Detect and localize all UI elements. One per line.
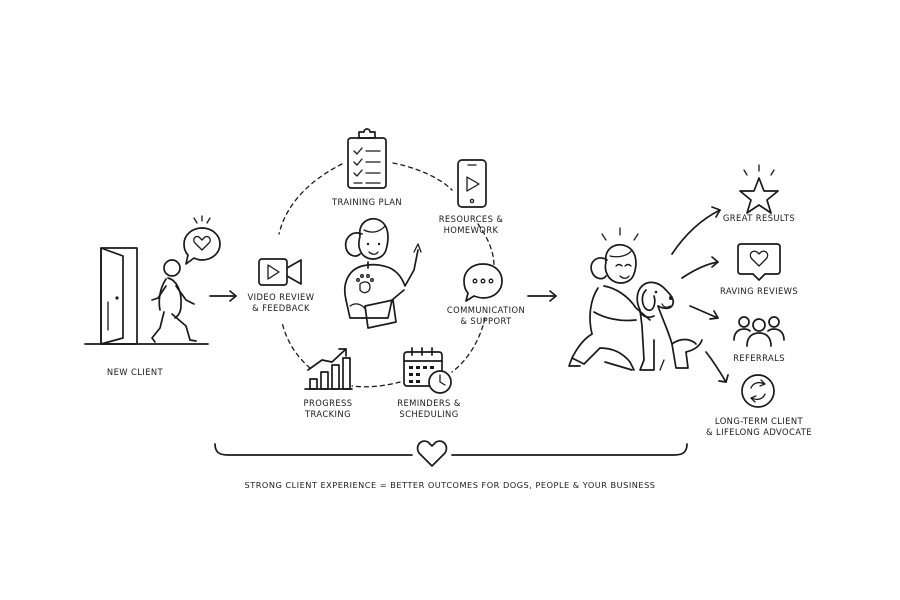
flow-arrow-2 bbox=[527, 290, 557, 302]
bottom-brace bbox=[214, 443, 688, 456]
smartphone-play-icon bbox=[457, 159, 487, 208]
chat-bubble-icon bbox=[463, 263, 503, 302]
label-raving-reviews: RAVING REVIEWS bbox=[719, 286, 799, 296]
label-long-term: LONG-TERM CLIENT& LIFELONG ADVOCATE bbox=[706, 416, 812, 437]
star-icon bbox=[739, 164, 779, 214]
label-communication: COMMUNICATION& SUPPORT bbox=[446, 305, 526, 326]
label-referrals: REFERRALS bbox=[733, 353, 785, 363]
growth-chart-icon bbox=[304, 348, 353, 390]
trainer-with-clipboard-icon bbox=[343, 217, 422, 329]
heart-review-icon bbox=[737, 243, 781, 281]
woman-hugging-dog-icon bbox=[568, 227, 703, 371]
refresh-cycle-icon bbox=[741, 374, 775, 408]
label-video-review: VIDEO REVIEW& FEEDBACK bbox=[247, 292, 315, 313]
heart-speech-bubble-icon bbox=[183, 215, 221, 265]
flow-arrow-1 bbox=[209, 290, 237, 302]
heart-icon bbox=[416, 440, 448, 467]
calendar-clock-icon bbox=[403, 347, 452, 394]
label-training-plan: TRAINING PLAN bbox=[331, 197, 403, 207]
walking-person-icon bbox=[151, 259, 197, 343]
process-cycle-ring bbox=[278, 162, 495, 388]
outcome-arrows bbox=[671, 206, 729, 383]
clipboard-checklist-icon bbox=[347, 128, 387, 189]
group-people-icon bbox=[733, 316, 785, 347]
label-resources: RESOURCES &HOMEWORK bbox=[438, 214, 504, 235]
label-reminders: REMINDERS &SCHEDULING bbox=[397, 398, 461, 419]
label-great-results: GREAT RESULTS bbox=[722, 213, 796, 223]
label-new-client: NEW CLIENT bbox=[106, 367, 164, 377]
tagline: STRONG CLIENT EXPERIENCE = BETTER OUTCOM… bbox=[244, 480, 656, 490]
video-camera-icon bbox=[258, 258, 302, 286]
door-icon bbox=[84, 247, 209, 345]
